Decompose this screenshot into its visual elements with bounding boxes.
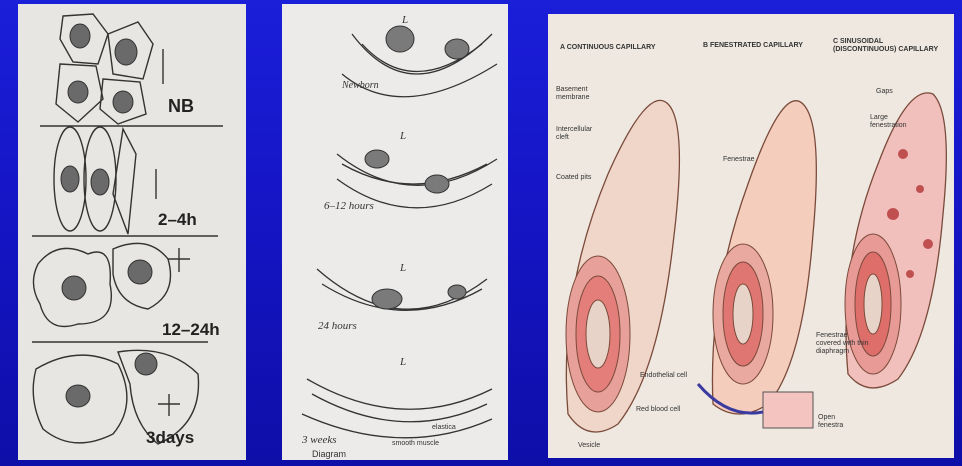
label-red-blood-cell: Red blood cell: [636, 406, 686, 414]
label-gaps: Gaps: [876, 88, 893, 96]
stage-label-nb: NB: [168, 96, 194, 117]
stage-label-6-12h: 6–12 hours: [324, 200, 374, 212]
elastic-label: elastica: [432, 424, 456, 432]
label-open-fenestra: Open fenestra: [818, 414, 858, 430]
heading-continuous: A CONTINUOUS CAPILLARY: [560, 44, 656, 52]
vessel-wall-drawing: [282, 4, 508, 460]
lumen-label-4: L: [400, 356, 406, 368]
heading-sinusoidal: C SINUSOIDAL (DISCONTINUOUS) CAPILLARY: [833, 38, 943, 54]
cell-stages-panel: NB 2–4h 12–24h 3days: [18, 4, 246, 460]
label-vesicle: Vesicle: [578, 442, 600, 450]
label-fenestrae-diaphragm: Fenestrae covered with thin diaphragm: [816, 332, 871, 356]
stage-label-24h: 24 hours: [318, 320, 357, 332]
label-fenestrae: Fenestrae: [723, 156, 755, 164]
lumen-label-2: L: [400, 130, 406, 142]
stage-label-2-4h: 2–4h: [158, 210, 197, 230]
lumen-label-3: L: [400, 262, 406, 274]
capillary-types-drawing: [548, 14, 954, 458]
smooth-muscle-label: smooth muscle: [392, 440, 439, 448]
label-large-fenestration: Large fenestration: [870, 114, 910, 130]
cell-stages-drawing: [18, 4, 246, 460]
label-coated-pits: Coated pits: [556, 174, 596, 182]
lumen-label-1: L: [402, 14, 408, 26]
heading-fenestrated: B FENESTRATED CAPILLARY: [703, 42, 803, 50]
label-endothelial-cell: Endothelial cell: [640, 372, 690, 380]
label-basement-membrane: Basement membrane: [556, 86, 606, 102]
vessel-wall-panel: Newborn L 6–12 hours L 24 hours L 3 week…: [282, 4, 508, 460]
stage-label-newborn: Newborn: [342, 80, 379, 91]
diagram-caption: Diagram: [312, 450, 346, 458]
stage-label-3-weeks: 3 weeks: [302, 434, 337, 446]
stage-label-3days: 3days: [146, 428, 194, 448]
capillary-types-panel: A CONTINUOUS CAPILLARY B FENESTRATED CAP…: [548, 14, 954, 458]
stage-label-12-24h: 12–24h: [162, 320, 220, 340]
label-intercellular-cleft: Intercellular cleft: [556, 126, 596, 142]
